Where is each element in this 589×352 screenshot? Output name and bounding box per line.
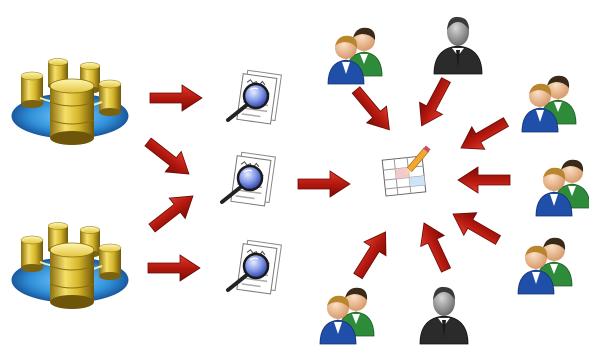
user-pair-icon xyxy=(517,237,573,295)
arrow xyxy=(411,216,459,276)
arrow xyxy=(446,202,505,252)
businessman-icon xyxy=(433,16,483,75)
spreadsheet-edit-icon xyxy=(381,145,432,197)
arrow xyxy=(149,84,203,112)
user-pair-icon xyxy=(327,27,383,85)
arrow xyxy=(346,224,397,284)
user-pair-icon xyxy=(535,159,589,217)
arrow xyxy=(147,254,201,282)
user-pair-icon xyxy=(319,287,375,345)
arrow xyxy=(457,166,511,194)
database-cluster-icon xyxy=(11,57,129,146)
arrow xyxy=(454,110,513,160)
user-pair-icon xyxy=(521,75,577,133)
report-magnifier-icon xyxy=(226,237,284,297)
arrow xyxy=(297,170,351,198)
businessman-icon xyxy=(419,286,469,345)
arrow xyxy=(139,131,198,185)
report-magnifier-icon xyxy=(226,67,284,127)
report-magnifier-icon xyxy=(220,149,278,209)
arrow xyxy=(409,73,458,133)
arrow xyxy=(143,185,202,239)
arrow xyxy=(345,81,400,139)
database-cluster-icon xyxy=(11,221,129,310)
